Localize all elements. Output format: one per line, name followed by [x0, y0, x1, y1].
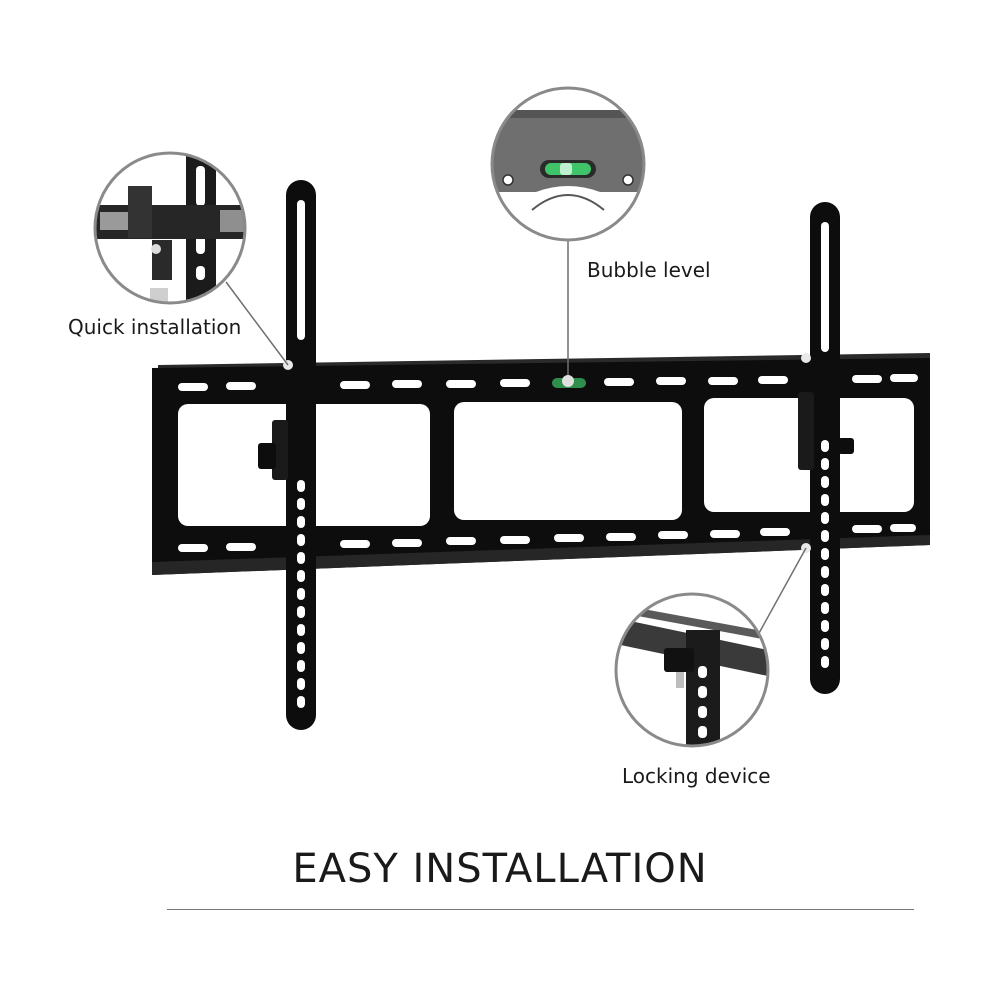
wall-plate	[152, 353, 930, 575]
callout-leader-lines	[225, 240, 807, 636]
locking-device-detail-icon	[614, 592, 770, 748]
right-vertical-arm	[798, 202, 854, 694]
bubble-level-label: Bubble level	[587, 258, 711, 282]
bubble-level-detail-icon	[490, 86, 646, 242]
title-divider	[167, 909, 914, 910]
quick-installation-detail-icon	[93, 151, 247, 305]
quick-installation-label: Quick installation	[68, 315, 242, 339]
left-vertical-arm	[258, 180, 316, 730]
page-title: EASY INSTALLATION	[292, 846, 708, 892]
locking-device-label: Locking device	[622, 764, 771, 788]
